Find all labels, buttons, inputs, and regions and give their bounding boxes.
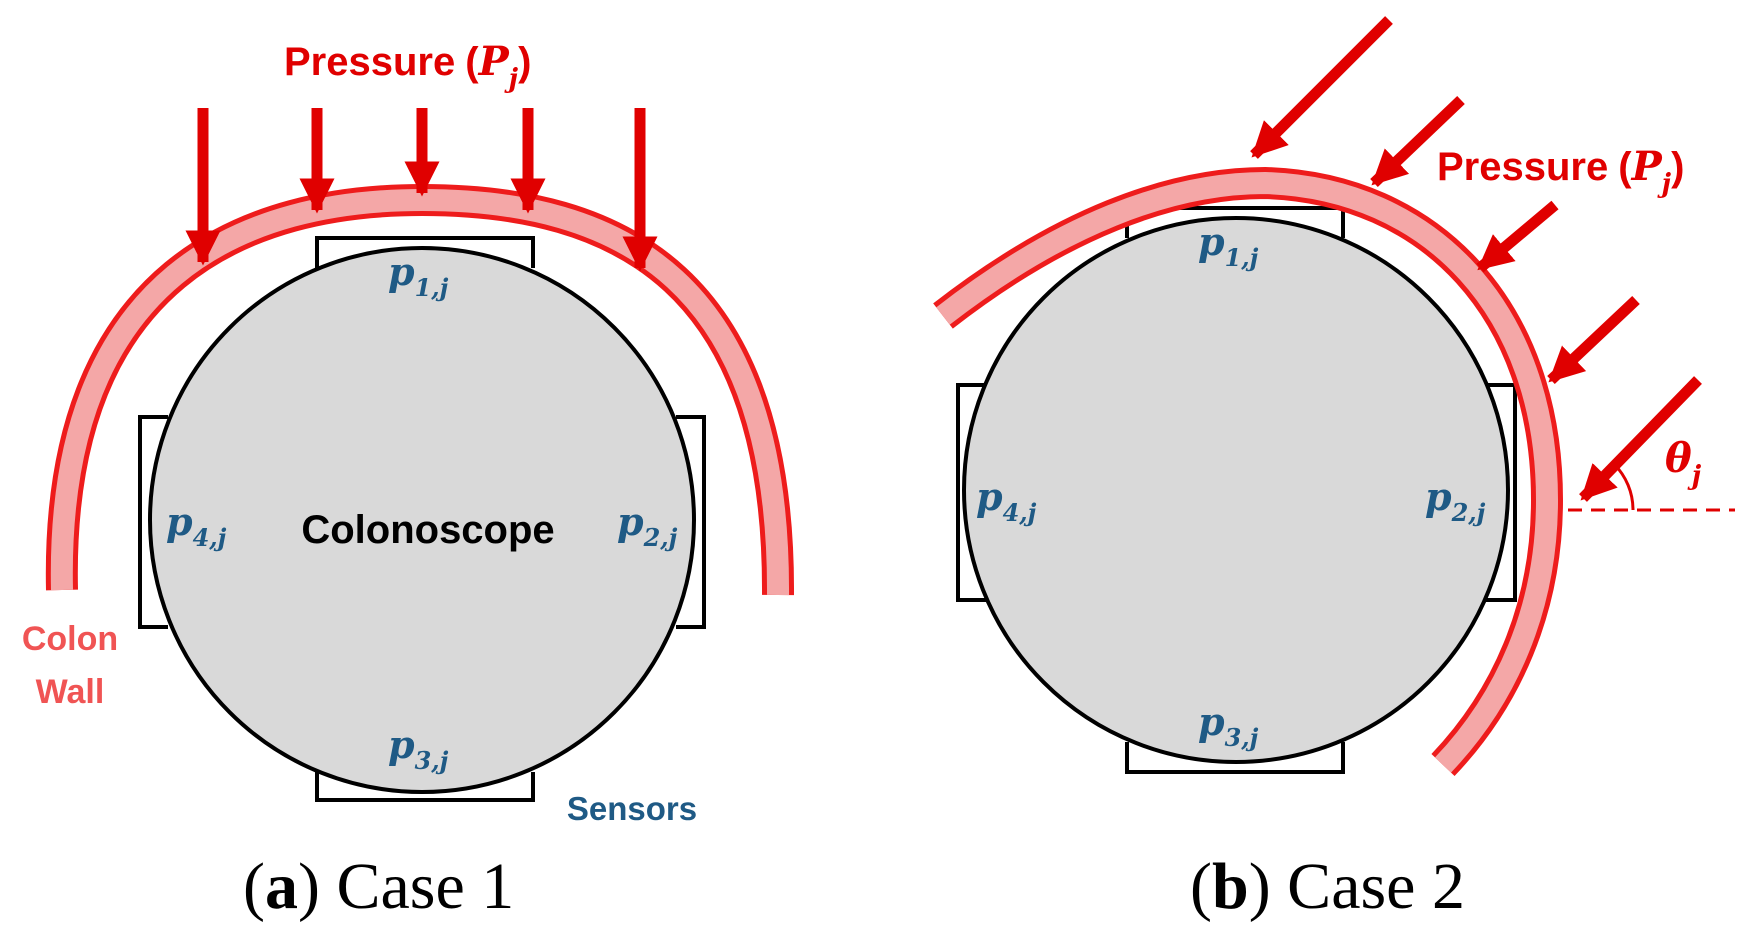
colon-wall-b-fill (936, 171, 1559, 773)
caption-b: (b) Case 2 (1190, 850, 1465, 923)
caption-a: (a) Case 1 (243, 850, 514, 923)
sensor-label-b-2: p2,j (1425, 474, 1486, 527)
angle-label: θj (1665, 435, 1702, 491)
pressure-arrow-b-4 (1547, 295, 1640, 385)
sensor-label-b-4: p4,j (976, 474, 1037, 527)
sensors-label: Sensors (567, 790, 697, 827)
angle-arc (1612, 462, 1635, 511)
pressure-label-a: Pressure (Pj) (284, 38, 531, 94)
sensor-label-b-1: p1,j (1198, 219, 1259, 272)
colon-wall-a-fill (50, 188, 790, 596)
sensor-label-a-4: p4,j (166, 499, 227, 552)
pressure-arrow-b-5 (1579, 376, 1702, 502)
panel-a: Pressure (Pj) Colonoscope p1,j p2,j p3,j… (22, 38, 795, 923)
colon-wall-label: Colon (22, 620, 118, 658)
sensor-label-b-3: p3,j (1198, 699, 1259, 752)
colonoscope-label: Colonoscope (301, 508, 554, 552)
pressure-label-b: Pressure (Pj) (1437, 143, 1684, 199)
pressure-arrow-b-2 (1370, 96, 1465, 187)
panel-b: θj Pressure (Pj) p1,j p2,j p3,j p4,j (b)… (933, 16, 1735, 923)
sensor-label-a-1: p1,j (388, 249, 449, 302)
sensor-label-a-3: p3,j (388, 722, 449, 775)
colon-wall-label-2: Wall (36, 673, 105, 711)
colonoscope-body-a (148, 246, 696, 794)
pressure-arrow-b-1 (1250, 16, 1393, 159)
sensor-label-a-2: p2,j (617, 499, 678, 552)
pressure-arrow-b-3 (1476, 200, 1559, 273)
colonoscope-body-b (962, 216, 1510, 764)
